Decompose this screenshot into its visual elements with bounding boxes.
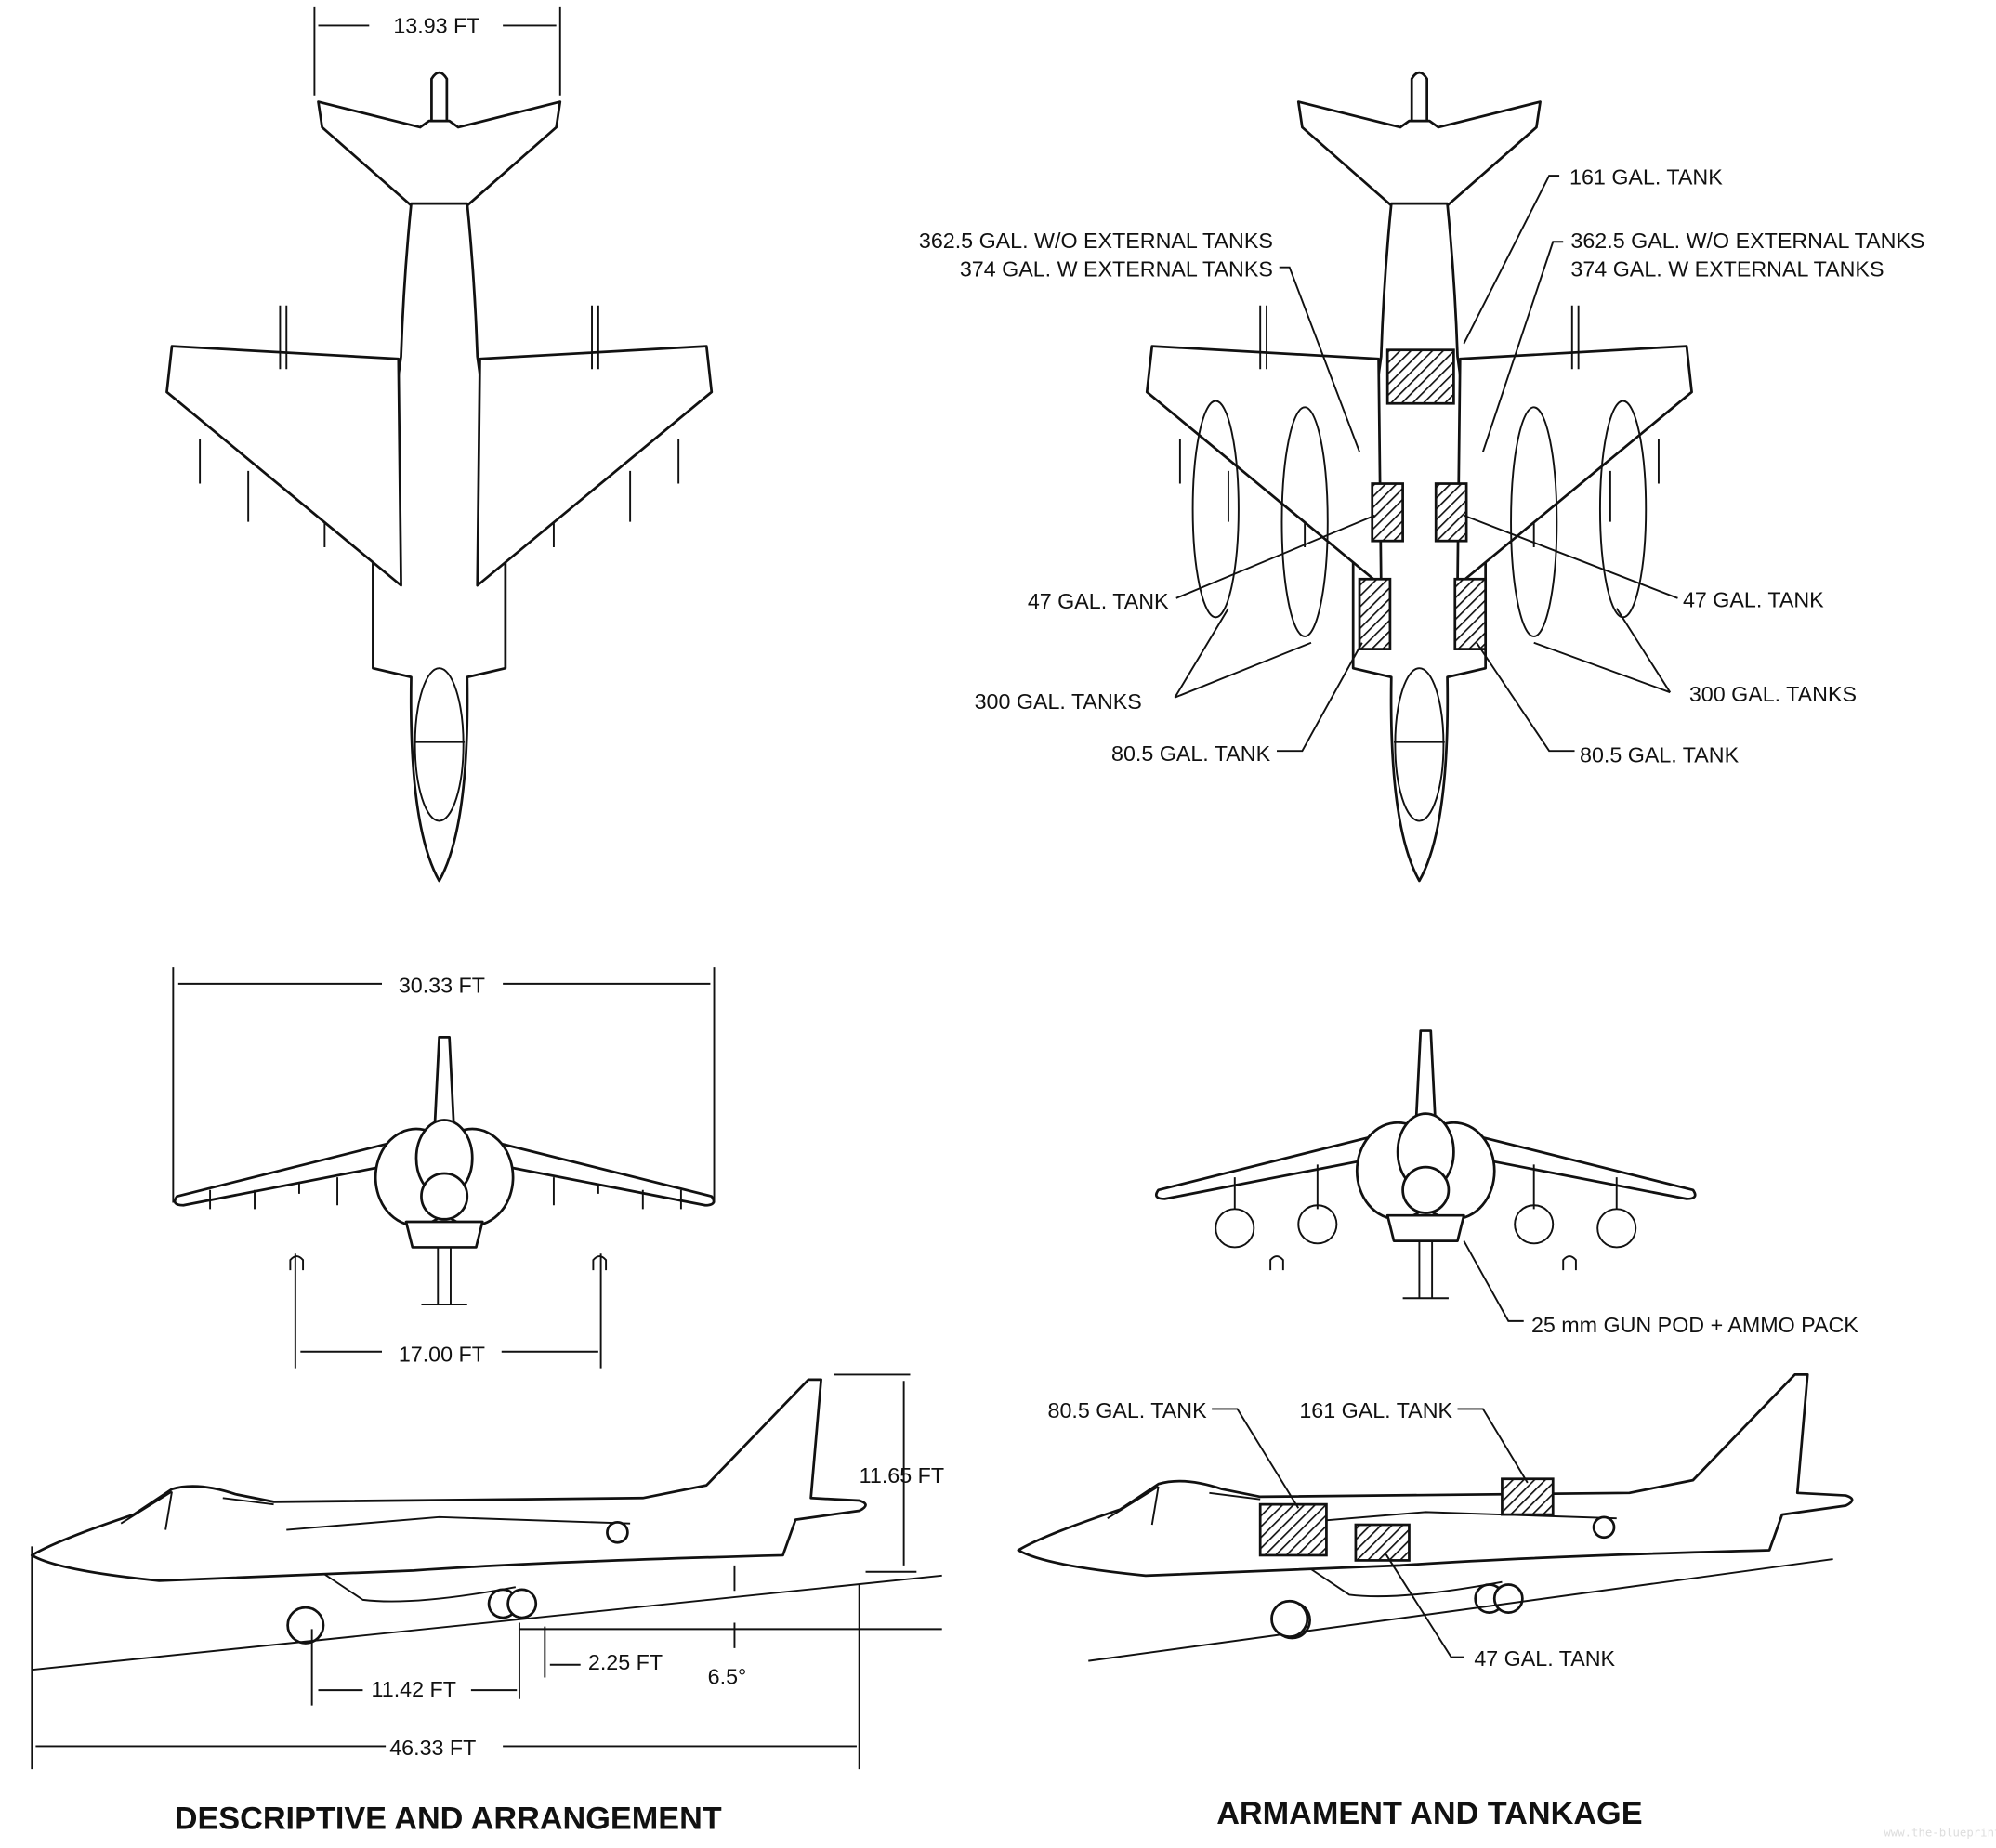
side-tank-47-gal — [1354, 1523, 1411, 1562]
length-dimension: 46.33 FT — [389, 1736, 476, 1760]
armament-top-view: 161 GAL. TANK 362.5 GAL. W/O EXTERNAL TA… — [919, 71, 1924, 883]
descriptive-title: DESCRIPTIVE AND ARRANGEMENT — [175, 1801, 722, 1836]
armament-front-view: 25 mm GUN POD + AMMO PACK — [1154, 1029, 1858, 1337]
label-300-gal-tanks-left: 300 GAL. TANKS — [975, 689, 1142, 714]
tail-span-dimension: 13.93 FT — [393, 14, 479, 38]
descriptive-top-view: 13.93 FT — [165, 6, 714, 883]
watermark: www.the-blueprints.com — [1884, 1827, 1996, 1840]
label-wing-tank-left-line2: 374 GAL. W EXTERNAL TANKS — [960, 256, 1273, 281]
side-tank-161-gal — [1501, 1477, 1555, 1516]
tank-161-gal — [1385, 348, 1455, 405]
ground-angle-dimension: 6.5° — [708, 1664, 747, 1688]
label-300-gal-tanks-right: 300 GAL. TANKS — [1689, 682, 1857, 706]
armament-side-view: 80.5 GAL. TANK 161 GAL. TANK 47 GAL. TAN… — [1017, 1373, 1854, 1671]
label-gun-pod: 25 mm GUN POD + AMMO PACK — [1531, 1313, 1858, 1337]
outrigger-track-dimension: 17.00 FT — [399, 1343, 485, 1367]
side-tank-80-gal — [1258, 1502, 1328, 1557]
side-label-161-gal-tank: 161 GAL. TANK — [1299, 1398, 1452, 1422]
label-wing-tank-right-line1: 362.5 GAL. W/O EXTERNAL TANKS — [1570, 229, 1924, 253]
tank-47-gal-left — [1371, 482, 1404, 543]
wheelbase-dimension: 11.42 FT — [372, 1677, 456, 1701]
descriptive-side-view: 11.65 FT 11.42 FT 2.25 FT 6.5° 46.33 FT — [30, 1373, 944, 1770]
label-wing-tank-left-line1: 362.5 GAL. W/O EXTERNAL TANKS — [919, 229, 1273, 253]
tank-80-gal-right — [1453, 577, 1488, 650]
descriptive-front-view: 30.33 FT 17.00 FT — [172, 967, 716, 1369]
main-gear-offset-dimension: 2.25 FT — [588, 1650, 663, 1674]
label-47-gal-tank-left: 47 GAL. TANK — [1028, 589, 1169, 613]
label-161-gal-tank: 161 GAL. TANK — [1569, 165, 1723, 190]
side-label-80-gal-tank: 80.5 GAL. TANK — [1048, 1398, 1208, 1422]
label-wing-tank-right-line2: 374 GAL. W EXTERNAL TANKS — [1570, 256, 1884, 281]
tank-47-gal-right — [1434, 482, 1468, 543]
side-label-47-gal-tank: 47 GAL. TANK — [1474, 1646, 1615, 1671]
label-80-gal-tank-left: 80.5 GAL. TANK — [1111, 741, 1271, 766]
tank-80-gal-left — [1358, 577, 1392, 650]
label-80-gal-tank-right: 80.5 GAL. TANK — [1580, 743, 1740, 767]
label-47-gal-tank-right: 47 GAL. TANK — [1683, 587, 1824, 611]
wing-span-dimension: 30.33 FT — [399, 973, 485, 997]
height-dimension: 11.65 FT — [860, 1463, 944, 1488]
armament-title: ARMAMENT AND TANKAGE — [1216, 1796, 1642, 1831]
